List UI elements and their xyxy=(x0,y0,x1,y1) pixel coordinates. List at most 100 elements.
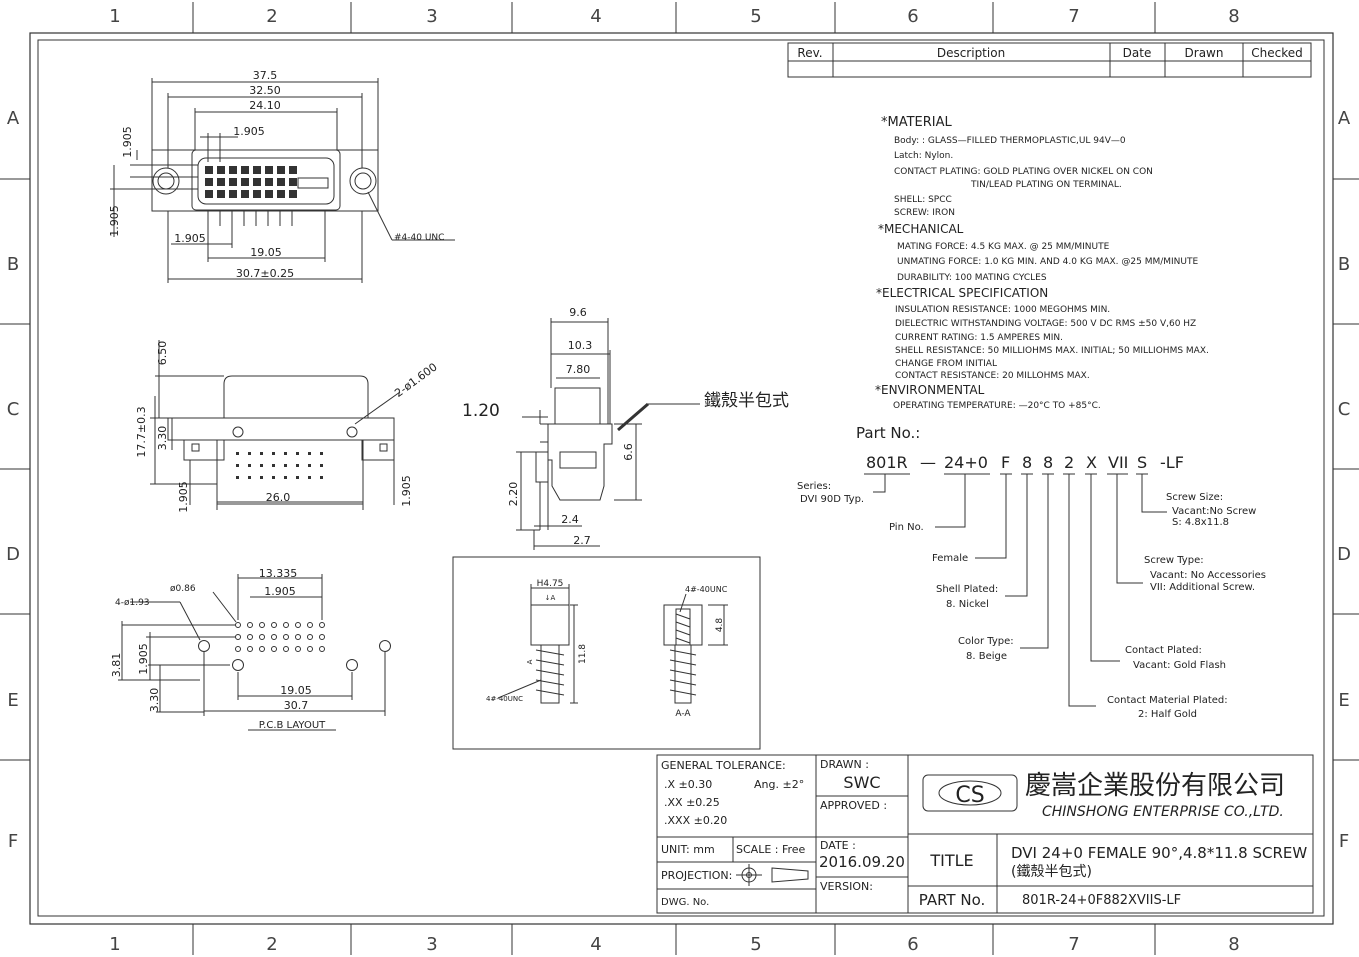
dwg-no-label: DWG. No. xyxy=(661,897,709,908)
pn-shell: 8 xyxy=(1022,453,1032,472)
company-name-en: CHINSHONG ENTERPRISE CO.,LTD. xyxy=(1042,804,1284,820)
dim-h4-75: H4.75 xyxy=(537,579,564,589)
title-value-line1: DVI 24+0 FEMALE 90°,4.8*11.8 SCREW xyxy=(1011,844,1307,862)
company-name-cn: 慶嵩企業股份有限公司 xyxy=(1025,771,1285,801)
section-marker-a1: ↓A xyxy=(545,594,556,602)
scale-field: SCALE : Free xyxy=(736,843,806,856)
material-title: *MATERIAL xyxy=(881,115,953,130)
electrical-title: *ELECTRICAL SPECIFICATION xyxy=(876,286,1048,300)
col-label: 3 xyxy=(426,934,437,955)
spec-contact-plating-2: TIN/LEAD PLATING ON TERMINAL. xyxy=(970,180,1122,190)
rev-header: Rev. xyxy=(797,46,822,60)
top-view xyxy=(110,78,455,283)
spec-mating: MATING FORCE: 4.5 KG MAX. @ 25 MM/MINUTE xyxy=(897,242,1110,252)
dim-26-0: 26.0 xyxy=(266,491,291,504)
inner-border xyxy=(37,39,1325,917)
front-pins xyxy=(236,452,323,479)
date-value: 2016.09.20 xyxy=(819,853,905,871)
dim-1-905-front-r: 1.905 xyxy=(400,475,413,507)
pn-female: F xyxy=(1001,453,1010,472)
pcb-holes xyxy=(198,622,391,671)
title-block xyxy=(656,754,1314,914)
color-type-label: Color Type: xyxy=(958,636,1014,647)
dim-24-10: 24.10 xyxy=(249,99,281,112)
dim-1-905-pcb-v: 1.905 xyxy=(137,643,150,675)
row-label: A xyxy=(1338,108,1351,129)
screw-size-label: Screw Size: xyxy=(1166,492,1223,503)
date-header: Date xyxy=(1123,46,1152,60)
dim-37-5: 37.5 xyxy=(253,69,278,82)
col-label: 1 xyxy=(109,6,120,27)
shell-plated-label: Shell Plated: xyxy=(936,584,998,595)
female-label: Female xyxy=(932,553,968,564)
part-number-breakdown: Part No.: 801R — 24+0 F 8 8 2 X VII S -L… xyxy=(797,424,1266,720)
screw-type-v1: Vacant: No Accessories xyxy=(1150,570,1266,581)
unit-field: UNIT: mm xyxy=(661,843,715,856)
environmental-title: *ENVIRONMENTAL xyxy=(875,383,985,397)
pn-color: 8 xyxy=(1043,453,1053,472)
tol-xxx: .XXX ±0.20 xyxy=(664,814,727,827)
row-label: D xyxy=(6,544,20,565)
pn-screw-type: VII xyxy=(1108,453,1128,472)
tol-ang: Ang. ±2° xyxy=(754,778,804,791)
pn-material: 2 xyxy=(1064,453,1074,472)
dim-1-905-d: 1.905 xyxy=(174,232,206,245)
col-label: 4 xyxy=(590,934,601,955)
dim-6-6: 6.6 xyxy=(622,443,635,461)
pn-pins: 24+0 xyxy=(944,453,988,472)
dim-30-7: 30.7±0.25 xyxy=(236,267,294,280)
col-label: 2 xyxy=(266,934,277,955)
shell-plated-value: 8. Nickel xyxy=(946,599,989,610)
pcb-layout xyxy=(118,574,391,731)
section-marker-a2: A xyxy=(526,659,534,664)
row-label: B xyxy=(1338,254,1350,275)
spec-change: CHANGE FROM INITIAL xyxy=(895,359,997,369)
col-label: 6 xyxy=(907,934,918,955)
dim-1-905-b: 1.905 xyxy=(121,126,134,158)
dim-2-20: 2.20 xyxy=(507,482,520,507)
row-label: D xyxy=(1337,544,1351,565)
front-view xyxy=(150,340,401,510)
spec-shell-res: SHELL RESISTANCE: 50 MILLIOHMS MAX. INIT… xyxy=(895,346,1209,356)
spec-notes: *MATERIAL Body: : GLASS—FILLED THERMOPLA… xyxy=(875,115,1209,411)
revision-table: Rev. Description Date Drawn Checked xyxy=(787,42,1312,78)
side-view-dims: 9.6 10.3 7.80 1.20 6.6 2.20 2.4 2.7 鐵殼半包… xyxy=(462,306,789,547)
pn-series: 801R xyxy=(866,453,908,472)
dim-6-50: 6.50 xyxy=(156,341,169,366)
dim-32-50: 32.50 xyxy=(249,84,281,97)
title-label: TITLE xyxy=(929,851,973,870)
spec-contact-plating: CONTACT PLATING: GOLD PLATING OVER NICKE… xyxy=(894,167,1153,177)
row-label: C xyxy=(1338,399,1351,420)
col-label: 6 xyxy=(907,6,918,27)
spec-unmating: UNMATING FORCE: 1.0 KG MIN. AND 4.0 KG M… xyxy=(897,257,1198,267)
dim-4-8: 4.8 xyxy=(715,618,725,633)
series-label: Series: xyxy=(797,481,831,492)
dim-30-7-pcb: 30.7 xyxy=(284,699,309,712)
part-no-label: PART No. xyxy=(919,891,986,909)
row-label: A xyxy=(7,108,20,129)
screw-type-label: Screw Type: xyxy=(1144,555,1204,566)
col-label: 5 xyxy=(750,6,761,27)
spec-current: CURRENT RATING: 1.5 AMPERES MIN. xyxy=(895,333,1063,343)
section-a-a: A-A xyxy=(675,709,691,719)
screw-detail-dims: H4.75 ↓A 11.8 4#-40UNC 4#-40UNC 4.8 A-A … xyxy=(486,579,728,719)
contact-plated-label: Contact Plated: xyxy=(1125,645,1202,656)
spec-body: Body: : GLASS—FILLED THERMOPLASTIC,UL 94… xyxy=(894,136,1126,146)
pcb-caption: P.C.B LAYOUT xyxy=(259,720,326,731)
contact-material-value: 2: Half Gold xyxy=(1138,709,1197,720)
screw-size-v1: Vacant:No Screw xyxy=(1172,506,1256,517)
col-label: 2 xyxy=(266,6,277,27)
col-label: 1 xyxy=(109,934,120,955)
dim-1-93: 4-ø1.93 xyxy=(115,598,150,608)
spec-durability: DURABILITY: 100 MATING CYCLES xyxy=(897,273,1047,283)
row-label: F xyxy=(1339,831,1349,852)
spec-latch: Latch: Nylon. xyxy=(894,151,953,161)
row-label: E xyxy=(1338,690,1349,711)
contact-material-label: Contact Material Plated: xyxy=(1107,695,1228,706)
dim-10-3: 10.3 xyxy=(568,339,593,352)
date-label: DATE : xyxy=(820,839,856,852)
outer-border xyxy=(29,32,1334,925)
spec-dielectric: DIELECTRIC WITHSTANDING VOLTAGE: 500 V D… xyxy=(895,319,1196,329)
row-label: F xyxy=(8,831,18,852)
